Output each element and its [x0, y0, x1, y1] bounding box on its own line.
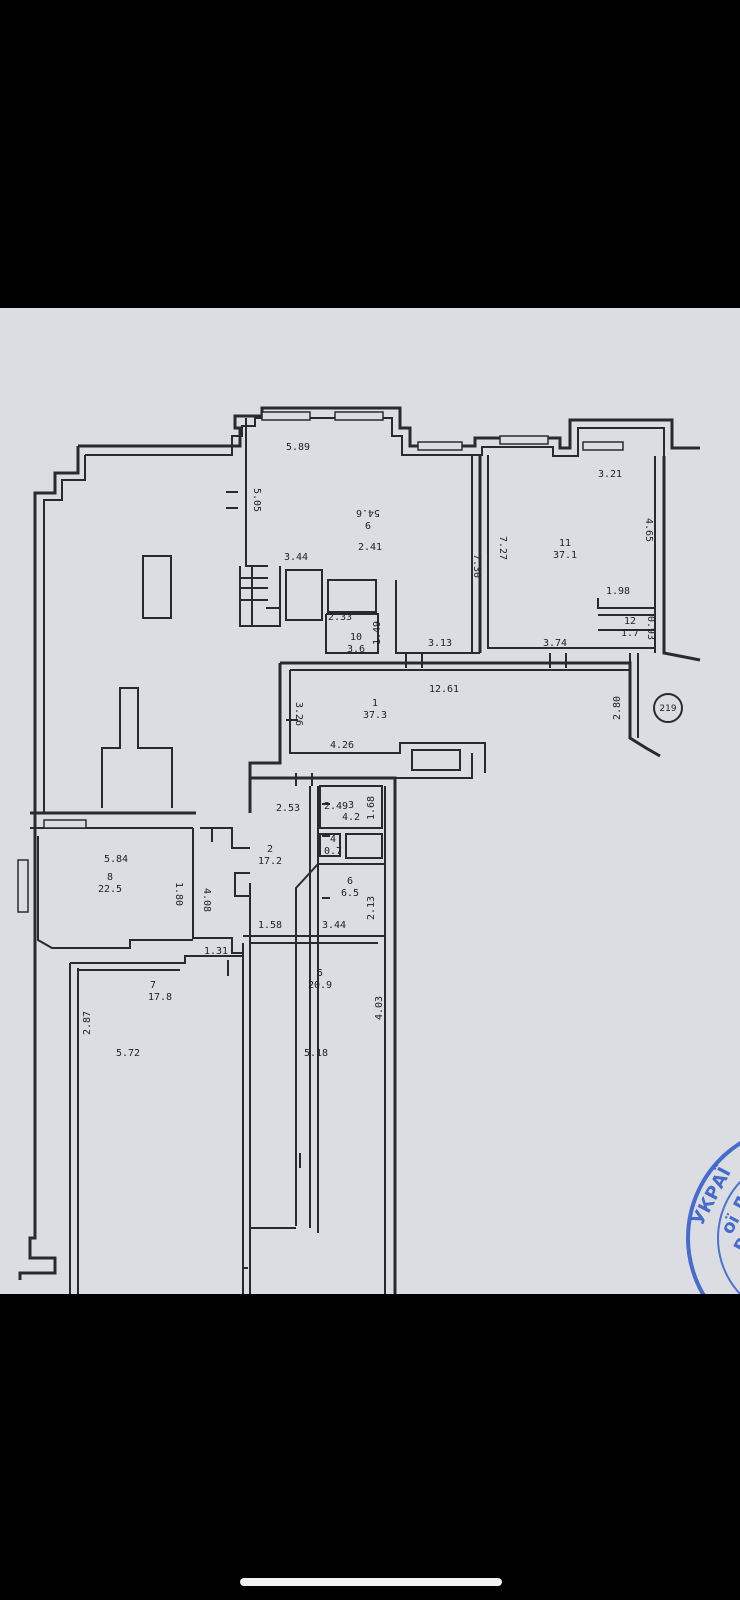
plan-number: 219: [659, 704, 676, 714]
svg-text:37.1: 37.1: [553, 550, 577, 561]
dimension: 5.72: [116, 1048, 140, 1059]
dimension: 5.84: [104, 854, 128, 865]
svg-text:5: 5: [317, 968, 323, 979]
svg-text:17.2: 17.2: [258, 856, 282, 867]
room-9-walls: [239, 418, 482, 654]
dimension: 3.21: [598, 469, 622, 480]
dimension: 2.13: [366, 896, 377, 920]
room-3-box: [319, 785, 383, 829]
door-marks: [211, 491, 567, 1168]
duct: [327, 579, 377, 613]
room-label-9: 9 54.6: [356, 507, 380, 530]
niche: [411, 749, 461, 771]
room-label-3: 3 4.2: [342, 800, 360, 823]
official-stamp: УКРАЇ ої Д Всеу: [686, 1124, 740, 1294]
room-11-walls: [487, 455, 655, 649]
dimension: 2.80: [612, 696, 623, 720]
open-hall: [30, 555, 196, 815]
dimension: 5.89: [286, 442, 310, 453]
floor-plan: 219 9 54.6 11 37.1 12 1.7 10 3.6 1 37.3 …: [17, 406, 740, 1294]
svg-text:6.5: 6.5: [341, 888, 359, 899]
svg-text:4: 4: [330, 834, 336, 845]
room-label-6: 6 6.5: [341, 876, 359, 899]
plan-number-badge: 219: [653, 693, 683, 723]
outer-walls: [18, 406, 701, 1294]
svg-text:4.2: 4.2: [342, 812, 360, 823]
room-4-box: [345, 833, 383, 859]
room-label-1: 1 37.3: [363, 698, 387, 721]
dimension: 12.61: [429, 684, 459, 695]
dimension: 2.87: [82, 1011, 93, 1035]
room-label-7: 7 17.8: [148, 980, 172, 1003]
svg-text:54.6: 54.6: [356, 507, 380, 518]
dimension: 2.53: [276, 803, 300, 814]
dimension: 4.08: [201, 888, 212, 912]
room-label-10: 10 3.6: [347, 632, 365, 655]
dimension: 1.68: [366, 796, 377, 820]
room-4-inner: [319, 833, 341, 857]
dimension: 3.13: [428, 638, 452, 649]
dimension: 0.93: [645, 616, 656, 640]
dimension: 4.65: [643, 518, 654, 542]
svg-text:10: 10: [350, 632, 362, 643]
room-label-12: 12 1.7: [621, 616, 639, 639]
dimension: 1.58: [258, 920, 282, 931]
svg-text:1.7: 1.7: [621, 628, 639, 639]
svg-text:11: 11: [559, 538, 571, 549]
room-label-5: 5 20.9: [308, 968, 332, 991]
room-label-4: 4 0.7: [324, 834, 342, 857]
room-1-walls: [248, 653, 661, 813]
dimension: 2.33: [328, 612, 352, 623]
room-label-8: 8 22.5: [98, 872, 122, 895]
svg-text:1: 1: [372, 698, 378, 709]
room-label-11: 11 37.1: [553, 538, 577, 561]
dimension: 3.74: [543, 638, 567, 649]
room-label-2: 2 17.2: [258, 844, 282, 867]
dimension: 5.18: [304, 1048, 328, 1059]
floor-plan-photo: 219 9 54.6 11 37.1 12 1.7 10 3.6 1 37.3 …: [0, 308, 740, 1294]
svg-text:9: 9: [365, 519, 371, 530]
dimension: 3.44: [322, 920, 346, 931]
svg-text:12: 12: [624, 616, 636, 627]
svg-text:6: 6: [347, 876, 353, 887]
dimension: 7.27: [497, 536, 508, 560]
room-labels: 9 54.6 11 37.1 12 1.7 10 3.6 1 37.3 3 4.…: [98, 507, 639, 1003]
shaft: [285, 569, 323, 621]
svg-text:2: 2: [267, 844, 273, 855]
dimension: 3.44: [284, 552, 308, 563]
column: [142, 555, 172, 619]
dimension: 2.41: [358, 542, 382, 553]
dimension: 7.30: [471, 554, 482, 578]
room-7-walls: [69, 955, 243, 1294]
dimension: 1.31: [204, 946, 228, 957]
home-indicator[interactable]: [240, 1578, 502, 1586]
dimension: 1.80: [173, 882, 184, 906]
svg-text:17.8: 17.8: [148, 992, 172, 1003]
room-5-walls: [242, 935, 385, 1294]
dimension: 5.05: [251, 488, 262, 512]
svg-text:7: 7: [150, 980, 156, 991]
dimension: 4.26: [330, 740, 354, 751]
svg-text:37.3: 37.3: [363, 710, 387, 721]
svg-text:0.7: 0.7: [324, 846, 342, 857]
center-block-walls: [192, 776, 397, 1294]
dimension: 3.26: [293, 702, 304, 726]
windows: [17, 411, 624, 913]
dimension: 4.03: [374, 996, 385, 1020]
svg-text:3: 3: [348, 800, 354, 811]
dimension: 1.98: [606, 586, 630, 597]
dimension: 2.49: [324, 801, 348, 812]
svg-text:8: 8: [107, 872, 113, 883]
svg-text:20.9: 20.9: [308, 980, 332, 991]
dimension: 1.49: [372, 621, 383, 645]
dimension-labels: 5.89 5.05 3.44 2.41 7.30 2.33 1.49 3.13 …: [82, 442, 656, 1059]
svg-text:3.6: 3.6: [347, 644, 365, 655]
svg-text:22.5: 22.5: [98, 884, 122, 895]
